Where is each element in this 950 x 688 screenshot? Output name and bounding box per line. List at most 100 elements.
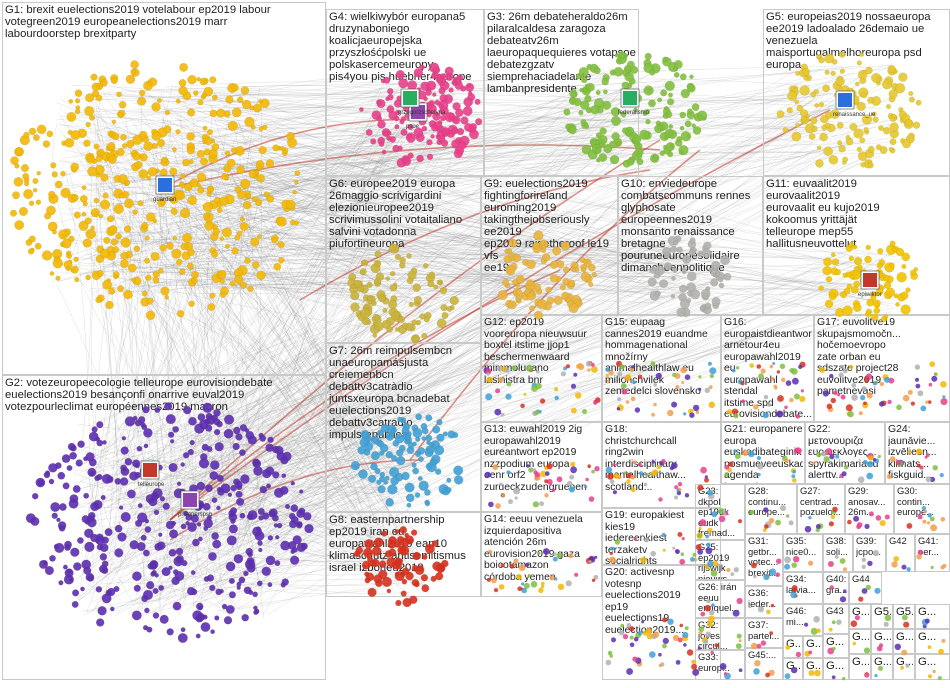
node	[541, 248, 546, 253]
node	[389, 111, 398, 120]
node-cluster-g30	[907, 506, 946, 531]
node	[274, 523, 278, 527]
node	[699, 527, 702, 530]
node	[705, 388, 710, 393]
node	[240, 179, 250, 189]
node	[655, 265, 665, 275]
node	[816, 629, 821, 634]
node	[188, 75, 197, 84]
node	[111, 77, 118, 84]
node	[91, 226, 95, 230]
node	[886, 288, 895, 297]
node	[277, 217, 287, 227]
node	[610, 479, 615, 484]
node	[626, 374, 631, 379]
node	[243, 201, 251, 209]
node	[97, 149, 104, 156]
node	[26, 513, 36, 523]
node	[906, 288, 911, 293]
node	[836, 620, 841, 625]
node	[176, 129, 181, 134]
node	[395, 529, 399, 533]
node	[177, 482, 181, 486]
node	[620, 364, 625, 369]
node	[663, 638, 669, 644]
node	[711, 570, 718, 577]
node	[133, 416, 137, 420]
node	[377, 99, 386, 108]
node-cluster-g37	[751, 631, 773, 649]
node	[167, 628, 174, 635]
node	[513, 291, 517, 295]
node	[930, 524, 937, 531]
node	[245, 428, 249, 432]
node	[69, 452, 76, 459]
node	[884, 315, 888, 319]
node	[617, 371, 622, 376]
node	[362, 561, 370, 569]
node	[769, 569, 776, 576]
node	[821, 451, 827, 457]
node	[281, 146, 285, 150]
node	[781, 378, 785, 382]
node	[278, 257, 284, 263]
node	[205, 221, 214, 230]
node	[787, 91, 797, 101]
node	[428, 280, 435, 287]
node	[138, 201, 144, 207]
node	[582, 409, 587, 414]
node	[705, 535, 709, 539]
node	[43, 560, 48, 565]
node	[391, 477, 399, 485]
node	[413, 284, 421, 292]
node	[596, 90, 601, 95]
node	[453, 466, 463, 476]
node	[237, 97, 243, 103]
node	[378, 485, 386, 493]
node-cluster-g32	[699, 631, 742, 649]
node	[941, 639, 945, 643]
node	[558, 584, 564, 590]
node	[526, 464, 529, 467]
node	[853, 516, 859, 522]
node	[294, 180, 298, 184]
node	[411, 530, 417, 536]
node	[771, 377, 774, 380]
node	[829, 155, 838, 164]
node	[400, 257, 406, 263]
node	[24, 132, 30, 138]
node	[671, 276, 675, 280]
node	[454, 149, 463, 158]
node	[374, 575, 383, 584]
node	[819, 286, 824, 291]
node	[662, 533, 666, 537]
node	[891, 561, 897, 567]
node	[92, 427, 98, 433]
node	[799, 396, 805, 402]
node	[29, 236, 36, 243]
node	[28, 249, 34, 255]
node	[866, 473, 873, 480]
node	[874, 674, 877, 677]
node	[423, 263, 428, 268]
node	[226, 562, 235, 571]
node	[777, 395, 784, 402]
node-cluster-g25	[705, 561, 739, 577]
node	[361, 309, 371, 319]
node	[356, 547, 363, 554]
node	[54, 544, 59, 549]
node	[623, 634, 628, 639]
node	[599, 153, 607, 161]
node	[507, 249, 512, 254]
node	[677, 532, 682, 537]
node	[268, 437, 274, 443]
node	[229, 525, 238, 534]
node	[144, 608, 149, 613]
node	[216, 506, 220, 510]
node	[97, 270, 103, 276]
node-label: prisonerspsb	[178, 512, 213, 518]
node	[91, 208, 100, 217]
node	[36, 200, 41, 205]
node	[627, 159, 634, 166]
node	[867, 97, 874, 104]
